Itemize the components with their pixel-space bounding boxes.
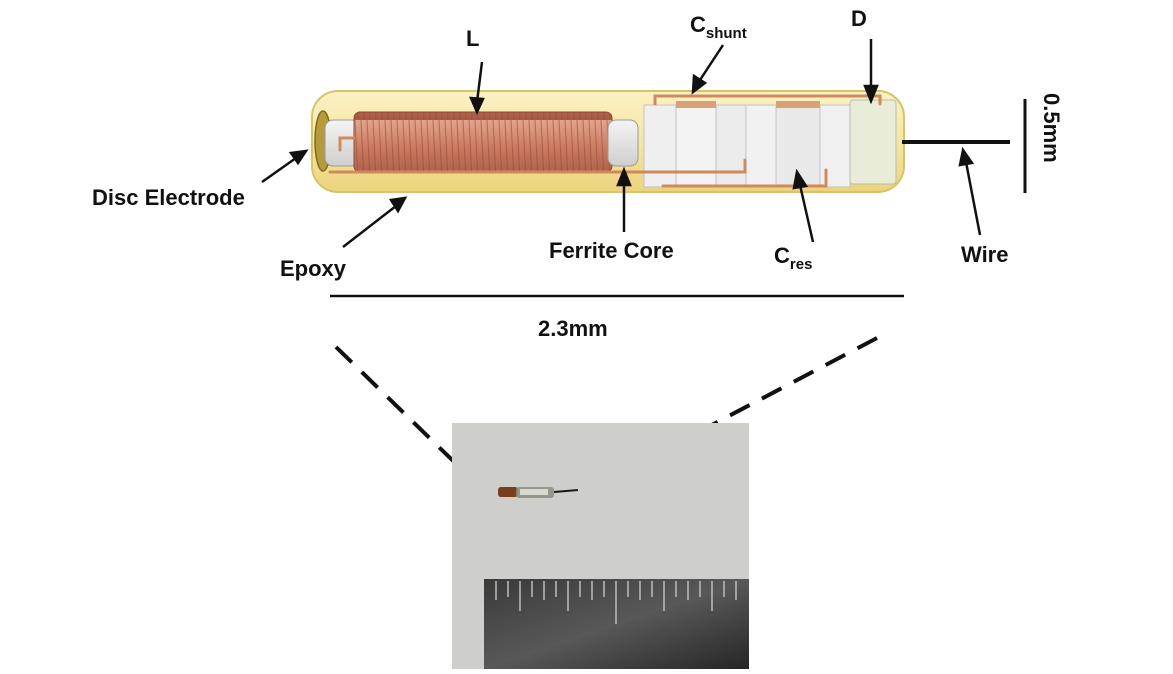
- label-disc-electrode: Disc Electrode: [92, 185, 245, 210]
- label-length-scale: 2.3mm: [538, 316, 608, 341]
- label-shunt-sub: shunt: [706, 25, 747, 42]
- label-res-capacitor: Cres: [774, 243, 812, 273]
- label-wire: Wire: [961, 242, 1008, 267]
- ruler-ticks: [495, 581, 737, 624]
- label-diode: D: [851, 6, 867, 31]
- photo-implant: [498, 487, 579, 498]
- label-shunt-main: C: [690, 12, 706, 37]
- implant-drawing: [311, 90, 1010, 193]
- internal-wiring: [328, 94, 882, 188]
- capacitor-stack: [643, 101, 851, 188]
- label-res-main: C: [774, 243, 790, 268]
- label-epoxy: Epoxy: [280, 256, 347, 281]
- label-shunt-capacitor: Cshunt: [690, 12, 747, 42]
- inductor-coil: [353, 111, 613, 173]
- label-inductor: L: [466, 26, 479, 51]
- label-res-sub: res: [790, 256, 813, 273]
- diode: [849, 99, 897, 185]
- ferrite-core-right-end: [607, 119, 639, 167]
- device-photo: [452, 423, 749, 669]
- label-diameter-scale: 0.5mm: [1039, 93, 1064, 163]
- annotation-arrows: [261, 39, 982, 248]
- label-ferrite-core: Ferrite Core: [549, 238, 674, 263]
